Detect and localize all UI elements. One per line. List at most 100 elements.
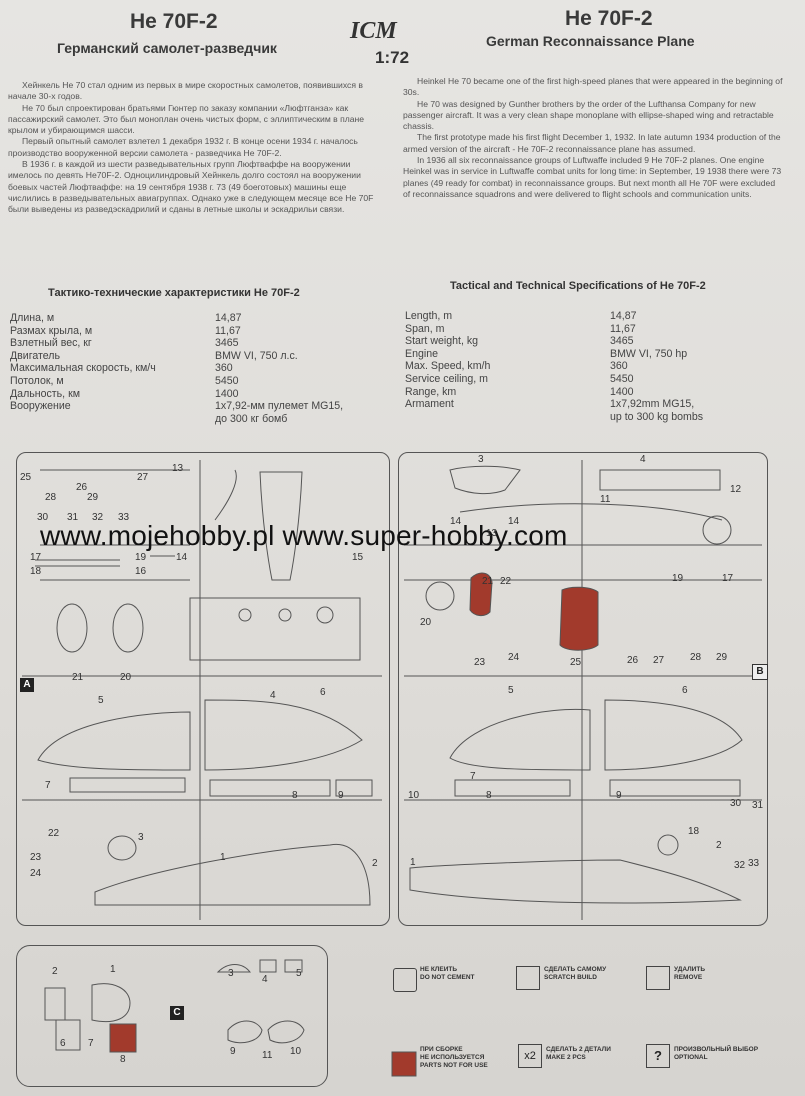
b-part-number: 11 bbox=[600, 494, 611, 505]
fuselage-top-a bbox=[259, 471, 303, 581]
remove-icon bbox=[646, 966, 670, 990]
b-part-number: 17 bbox=[722, 573, 734, 584]
spec-key: Range, km bbox=[405, 385, 457, 398]
c-part-number: 7 bbox=[88, 1038, 94, 1049]
spec-key: Length, m bbox=[405, 310, 453, 322]
a-part-number: 14 bbox=[176, 552, 188, 563]
b-part-number: 4 bbox=[640, 454, 646, 465]
spec-row: Armament 1x7,92mm MG15, up to 300 kg bomb… bbox=[405, 398, 703, 423]
sprue-tag-a: A bbox=[20, 678, 34, 692]
a-part-number: 28 bbox=[45, 492, 57, 503]
intro-ru-p1: Хейнкель Не 70 стал одним из первых в ми… bbox=[8, 80, 363, 102]
legend-make-2: СДЕЛАТЬ 2 ДЕТАЛИ MAKE 2 PCS bbox=[546, 1046, 611, 1061]
intro-ru-p2: Не 70 был спроектирован братьями Гюнтер … bbox=[8, 102, 365, 136]
intro-ru: Хейнкель Не 70 стал одним из первых в ми… bbox=[8, 80, 380, 216]
spec-key: Service ceiling, m bbox=[405, 372, 489, 385]
a-part-number: 9 bbox=[338, 790, 344, 801]
b-part-number: 14 bbox=[450, 516, 462, 527]
c-part-number: 9 bbox=[230, 1046, 236, 1057]
b-part-number: 3 bbox=[478, 454, 484, 465]
part-18-b bbox=[657, 834, 679, 856]
c-part-number: 10 bbox=[290, 1046, 302, 1057]
intro-en-p3: The first prototype made his first fligh… bbox=[403, 132, 781, 154]
a-part-number: 20 bbox=[120, 672, 132, 683]
a-part-number: 22 bbox=[48, 828, 60, 839]
a-part-number: 23 bbox=[30, 852, 42, 863]
b-part-number: 10 bbox=[408, 790, 420, 801]
watermark: www.mojehobby.pl www.super-hobby.com bbox=[40, 520, 568, 551]
legend-remove: УДАЛИТЬ REMOVE bbox=[674, 966, 705, 981]
a-part-number: 32 bbox=[92, 512, 104, 523]
part-2-c bbox=[44, 987, 66, 1021]
spec-key: Максимальная скорость, км/ч bbox=[10, 362, 156, 375]
spec-value: 1400 bbox=[610, 385, 634, 398]
a-part-number: 17 bbox=[30, 552, 42, 563]
spec-value: 11,67 bbox=[215, 324, 241, 337]
scratch-build-icon bbox=[516, 966, 540, 990]
part-4-b bbox=[599, 469, 721, 491]
c-part-number: 8 bbox=[120, 1054, 126, 1065]
part-1-c bbox=[91, 983, 131, 1023]
b-part-number: 5 bbox=[508, 685, 514, 696]
scale-label: 1:72 bbox=[375, 48, 410, 67]
b-part-number: 18 bbox=[688, 826, 700, 837]
a-part-number: 15 bbox=[352, 552, 364, 563]
spec-key: Armament bbox=[405, 398, 454, 411]
spec-key: Потолок, м bbox=[10, 374, 64, 387]
title-left: He 70F-2 bbox=[130, 10, 218, 33]
aileron-9-b bbox=[609, 779, 741, 797]
legend-red-swatch bbox=[391, 1051, 417, 1077]
b-part-number: 7 bbox=[470, 771, 476, 782]
aileron-8-a bbox=[209, 779, 331, 797]
intro-ru-p3: Первый опытный самолет взлетел 1 декабря… bbox=[8, 136, 358, 158]
part-13-b bbox=[702, 515, 732, 545]
spec-value: 1x7,92mm MG15, up to 300 kg bombs bbox=[610, 398, 704, 423]
subtitle-left: Германский самолет-разведчик bbox=[57, 40, 277, 56]
c-part-number: 5 bbox=[296, 968, 302, 979]
a-part-number: 13 bbox=[172, 463, 184, 474]
a-part-number: 3 bbox=[138, 832, 144, 843]
spec-key: Engine bbox=[405, 347, 438, 360]
wing-part-5-a bbox=[37, 711, 191, 771]
intro-en: Heinkel He 70 became one of the first hi… bbox=[403, 76, 783, 200]
legend-scratch-build: СДЕЛАТЬ САМОМУ SCRATCH BUILD bbox=[544, 966, 607, 981]
spec-key: Вооружение bbox=[10, 400, 71, 413]
spec-key: Длина, м bbox=[10, 312, 55, 324]
b-part-number: 8 bbox=[486, 790, 492, 801]
b-part-number: 9 bbox=[616, 790, 622, 801]
spec-row: Range, km 1400 bbox=[405, 386, 703, 399]
b-part-number: 6 bbox=[682, 685, 688, 696]
a-part-number: 4 bbox=[270, 690, 276, 701]
b-part-number: 30 bbox=[730, 798, 742, 809]
sprue-a-frame-lines bbox=[22, 460, 382, 920]
aileron-7-a bbox=[69, 777, 186, 793]
aileron-9-a bbox=[335, 779, 373, 797]
intro-en-p4: In 1936 all six reconnaissance groups of… bbox=[403, 155, 782, 199]
a-part-number: 1 bbox=[220, 852, 226, 863]
spec-value: 11,67 bbox=[610, 322, 636, 335]
b-part-number: 20 bbox=[420, 617, 432, 628]
spec-value: 3465 bbox=[610, 335, 634, 348]
intro-en-p2: He 70 was designed by Gunther brothers b… bbox=[403, 98, 774, 132]
a-part-number: 33 bbox=[118, 512, 130, 523]
a-part-number: 30 bbox=[37, 512, 49, 523]
b-part-number: 25 bbox=[570, 657, 582, 668]
specs-en-heading: Tactical and Technical Specifications of… bbox=[450, 280, 706, 292]
a-part-number: 31 bbox=[67, 512, 79, 523]
part-4-c bbox=[259, 959, 277, 973]
red-part-22-b bbox=[469, 572, 493, 617]
c-part-number: 6 bbox=[60, 1038, 66, 1049]
make-two-icon: x2 bbox=[518, 1044, 542, 1068]
title-right: He 70F-2 bbox=[565, 7, 653, 30]
spec-key: Span, m bbox=[405, 322, 445, 335]
a-part-number: 2 bbox=[372, 858, 378, 869]
